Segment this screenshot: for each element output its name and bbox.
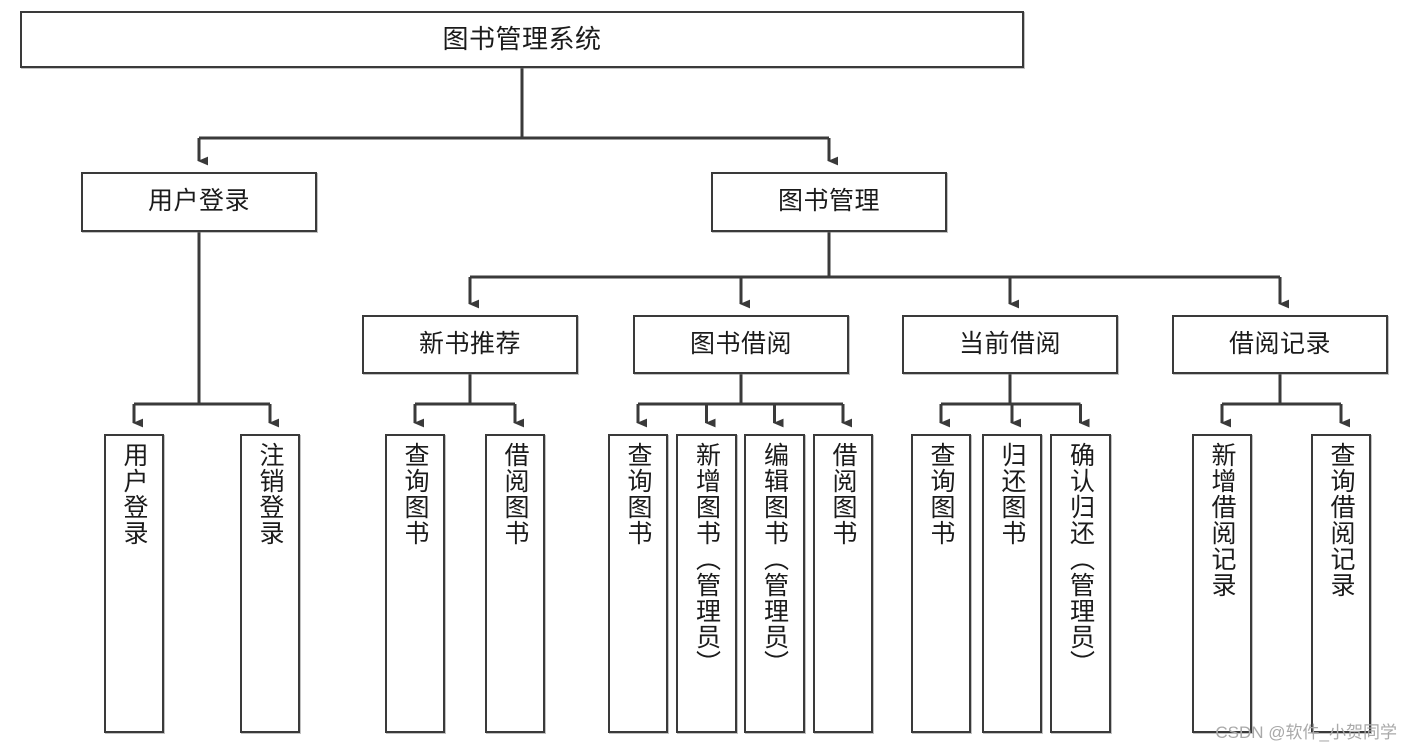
node-label: 查询图书 [401, 442, 429, 546]
node-label: 借阅图书 [829, 442, 857, 546]
node-leaf-7[interactable]: 编辑图书（管理员） [744, 434, 805, 733]
node-label: 确认归还（管理员） [1066, 442, 1095, 676]
node-label: 归还图书 [998, 442, 1026, 546]
node-label: 查询图书 [624, 442, 652, 546]
node-label: 新增借阅记录 [1208, 442, 1236, 598]
node-label: 借阅记录 [1228, 329, 1331, 358]
node-leaf-8[interactable]: 借阅图书 [813, 434, 873, 733]
node-level3-3[interactable]: 当前借阅 [902, 315, 1118, 374]
node-level3-1[interactable]: 新书推荐 [362, 315, 578, 374]
node-root-system[interactable]: 图书管理系统 [20, 11, 1024, 68]
node-leaf-9[interactable]: 查询图书 [911, 434, 971, 733]
node-label: 图书管理 [777, 187, 880, 216]
node-label: 查询借阅记录 [1327, 442, 1355, 598]
node-leaf-5[interactable]: 查询图书 [608, 434, 668, 733]
node-leaf-11[interactable]: 确认归还（管理员） [1050, 434, 1111, 733]
node-leaf-13[interactable]: 查询借阅记录 [1311, 434, 1371, 733]
node-level3-2[interactable]: 图书借阅 [633, 315, 849, 374]
node-leaf-10[interactable]: 归还图书 [982, 434, 1042, 733]
node-leaf-12[interactable]: 新增借阅记录 [1192, 434, 1252, 733]
node-leaf-3[interactable]: 查询图书 [385, 434, 445, 733]
node-leaf-2[interactable]: 注销登录 [240, 434, 300, 733]
csdn-watermark: CSDN @软件_小贺同学 [1215, 723, 1397, 742]
node-level2-2[interactable]: 图书管理 [711, 172, 947, 232]
node-label: 查询图书 [927, 442, 955, 546]
node-leaf-6[interactable]: 新增图书（管理员） [676, 434, 737, 733]
node-label: 用户登录 [120, 442, 148, 546]
node-label: 当前借阅 [958, 329, 1061, 358]
node-label: 图书借阅 [689, 329, 792, 358]
node-label: 新增图书（管理员） [692, 442, 721, 676]
node-level2-1[interactable]: 用户登录 [81, 172, 317, 232]
node-label: 借阅图书 [501, 442, 529, 546]
node-label: 注销登录 [256, 442, 284, 546]
node-level3-4[interactable]: 借阅记录 [1172, 315, 1388, 374]
node-leaf-4[interactable]: 借阅图书 [485, 434, 545, 733]
node-label: 编辑图书（管理员） [760, 442, 789, 676]
node-label: 图书管理系统 [442, 24, 602, 55]
node-label: 用户登录 [147, 187, 250, 216]
node-leaf-1[interactable]: 用户登录 [104, 434, 164, 733]
node-label: 新书推荐 [418, 329, 521, 358]
